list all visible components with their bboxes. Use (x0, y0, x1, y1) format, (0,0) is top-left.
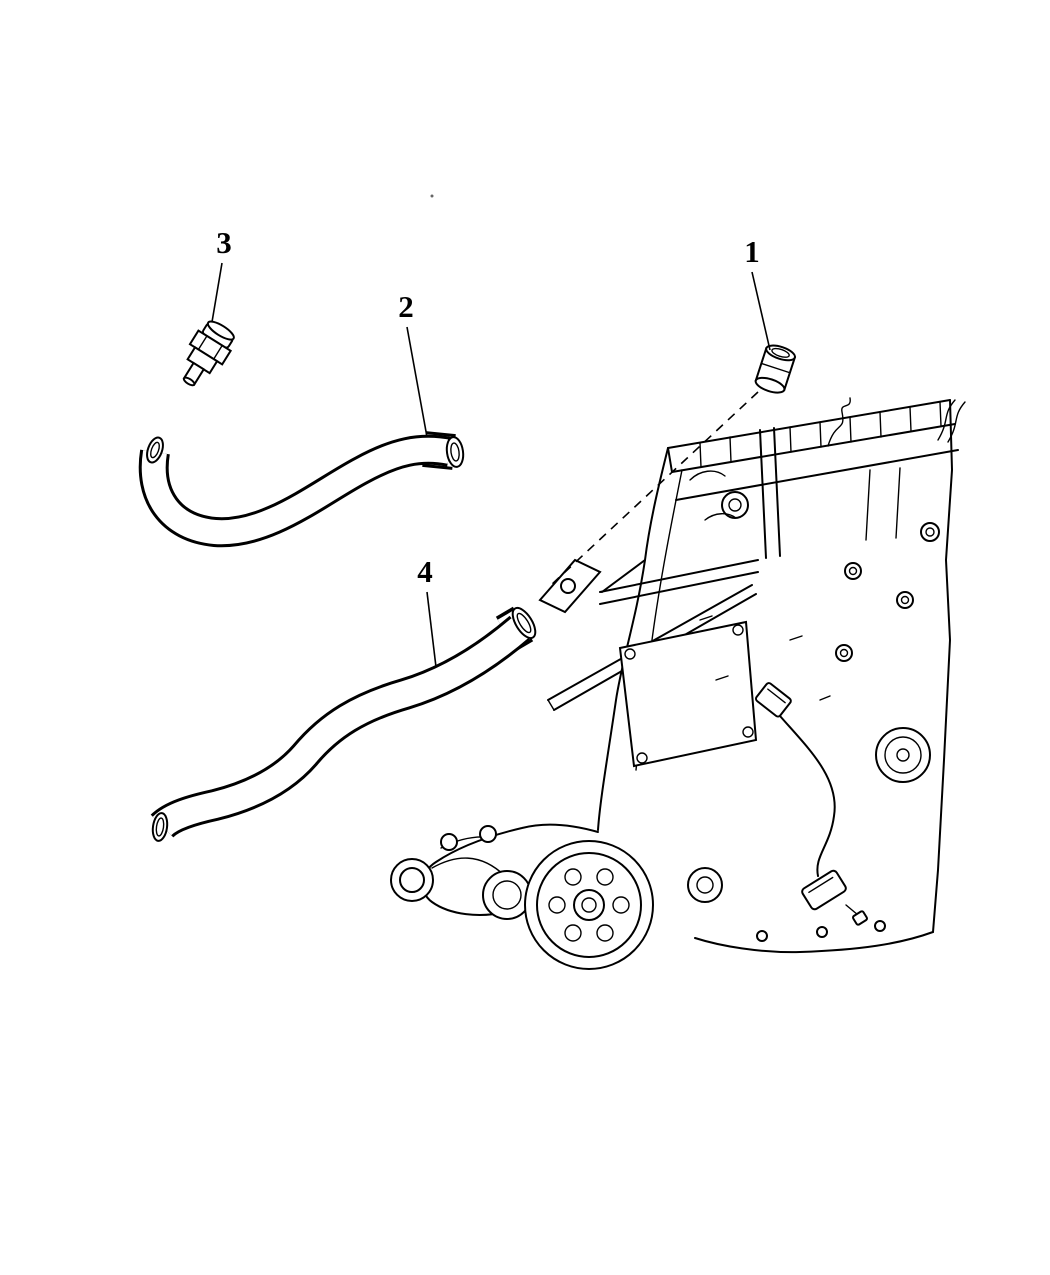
cam-sensor (755, 682, 868, 926)
hose-4 (150, 606, 537, 842)
callout-2: 2 (398, 289, 414, 324)
valve-cover (667, 397, 966, 501)
timing-bracket-plate (618, 620, 758, 768)
oil-boss (875, 727, 931, 783)
wire-squiggle (827, 397, 851, 447)
leader-lines (211, 262, 771, 668)
leader-line-3 (211, 262, 223, 323)
leader-line-1 (751, 271, 771, 351)
speck (430, 194, 434, 198)
thermostat-housing (689, 470, 749, 521)
callout-3: 3 (216, 225, 232, 260)
pcv-valve-3 (182, 320, 235, 387)
head-edge-a (759, 429, 767, 559)
callout-4: 4 (417, 554, 433, 589)
hose-2 (138, 431, 465, 548)
pcv-port-bracket (538, 558, 602, 614)
callout-1: 1 (744, 234, 760, 269)
bolts (835, 522, 940, 662)
callout-labels: 1 2 3 4 (216, 225, 760, 589)
left-mount-bracket (390, 823, 599, 920)
grommet-1 (754, 344, 797, 394)
head-edge-b (773, 427, 781, 557)
surface-detail (687, 615, 886, 942)
leader-line-4 (426, 591, 437, 668)
engine-assembly (390, 397, 966, 970)
install-path-dashed-line (549, 391, 759, 587)
crank-pulley (524, 840, 654, 970)
engine-block-outline (597, 399, 953, 954)
sensor-wire (779, 715, 836, 877)
wire-curve-a (937, 399, 956, 441)
leader-line-2 (406, 326, 428, 438)
